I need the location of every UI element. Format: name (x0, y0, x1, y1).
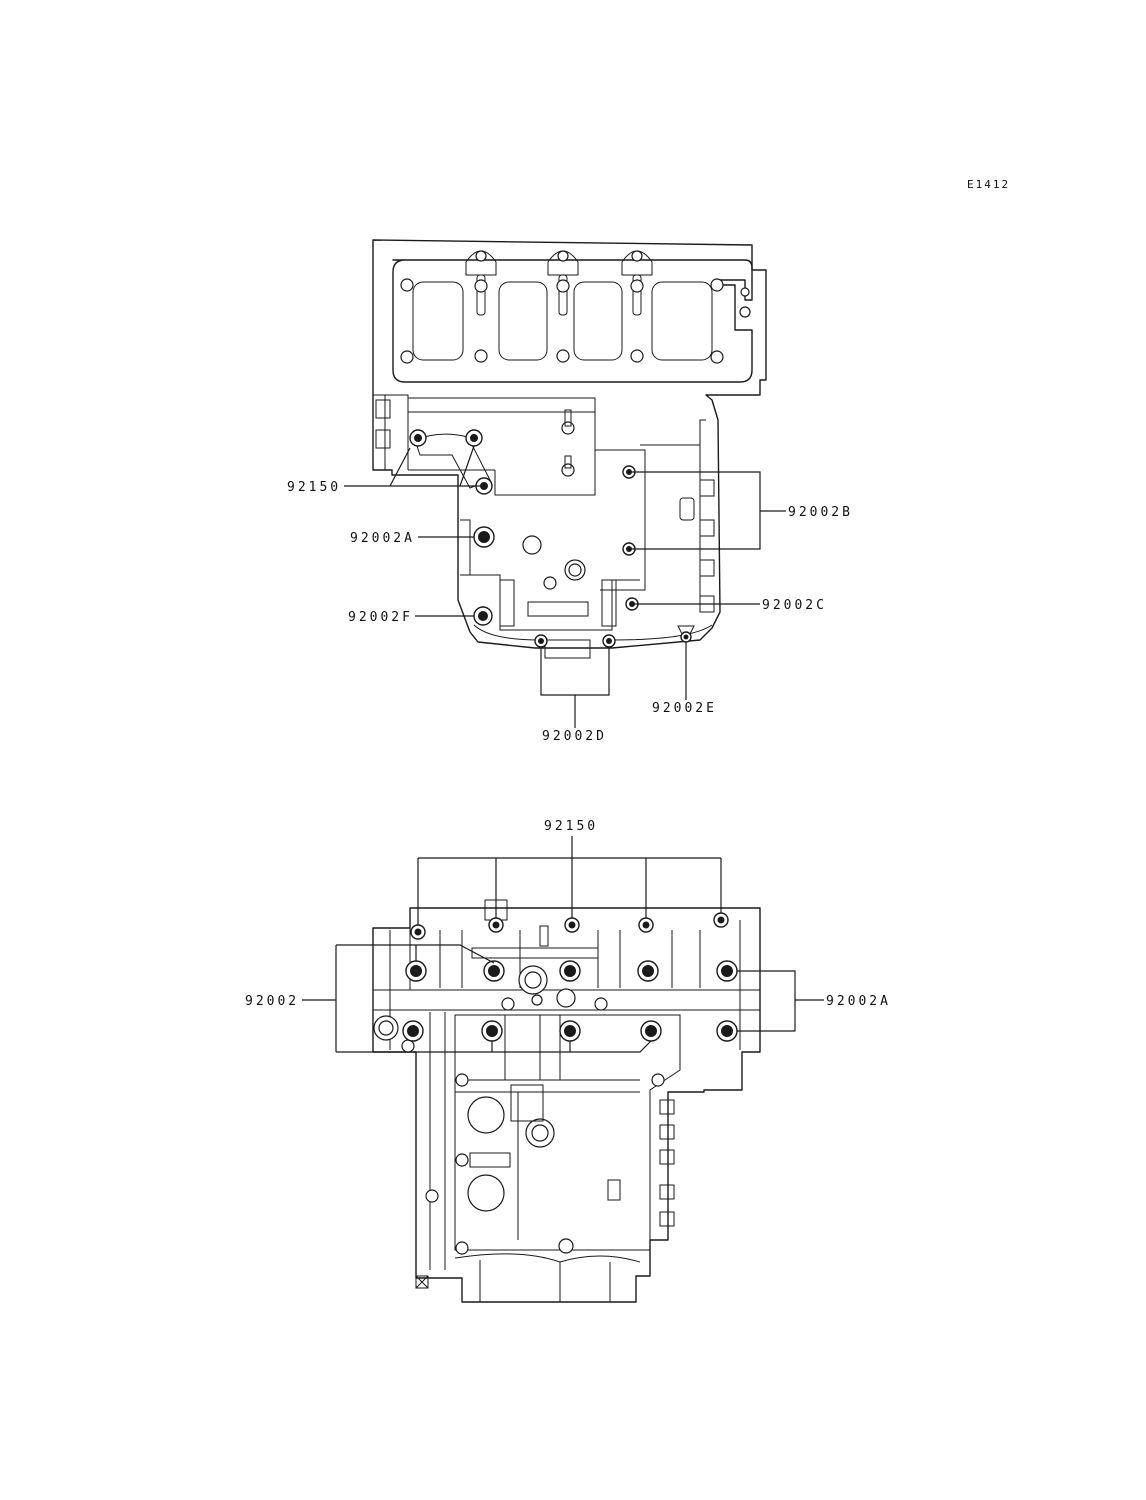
bolt-92002-row2-4 (640, 1020, 662, 1042)
label-92002D: 92002D (542, 729, 607, 744)
bolt-92150-a (409, 429, 427, 447)
leader-92002D (540, 647, 610, 728)
bolt-92002E (677, 625, 695, 643)
bolt-92002-row2-3 (559, 1020, 581, 1042)
leader-92002A-lower (737, 970, 824, 1032)
bolt-92002D-a (534, 634, 548, 648)
bolt-92002-row2-1 (402, 1020, 424, 1042)
label-92002E: 92002E (652, 701, 717, 716)
bolt-92002A (473, 526, 495, 548)
leader-92002B (629, 471, 786, 550)
bolt-92150-3 (564, 917, 580, 933)
lower-case-outline (372, 907, 761, 1303)
label-92002B: 92002B (788, 505, 853, 520)
bolt-92150-1 (410, 924, 426, 940)
bolt-92002A-2 (716, 1020, 738, 1042)
bolt-92002-row1-1 (405, 960, 427, 982)
label-92002C: 92002C (762, 598, 827, 613)
bolt-92002-row1-4 (637, 960, 659, 982)
upper-crankcase-view: 92150 92002A 92002F 92002B 92002C 92002E… (287, 239, 853, 744)
upper-case-outline (372, 239, 767, 649)
label-92002A-lower: 92002A (826, 994, 891, 1009)
label-92150-upper: 92150 (287, 480, 341, 495)
bolt-92002F (473, 606, 493, 626)
bolt-92150-4 (638, 917, 654, 933)
leader-92150-lower (417, 836, 722, 925)
bolt-92002D-b (602, 634, 616, 648)
cylinder-deck-frame (392, 259, 753, 383)
label-92002A-upper: 92002A (350, 531, 415, 546)
drawing-code: E1412 (967, 178, 1010, 191)
leader-92150-upper (344, 445, 484, 487)
bolt-92002-row2-2 (481, 1020, 503, 1042)
lower-crankcase-view: 92150 92002 92002A (245, 819, 891, 1303)
bolt-92002-row1-3 (559, 960, 581, 982)
label-92002-lower: 92002 (245, 994, 299, 1009)
bolt-92002A-1 (716, 960, 738, 982)
label-92150-lower: 92150 (544, 819, 598, 834)
bolt-92150-5 (713, 912, 729, 928)
leader-92002-lower (302, 944, 652, 1053)
bolt-92002-row1-2 (483, 960, 505, 982)
bolt-92150-b (465, 429, 483, 447)
bolt-92150-2 (488, 917, 504, 933)
label-92002F: 92002F (348, 610, 413, 625)
